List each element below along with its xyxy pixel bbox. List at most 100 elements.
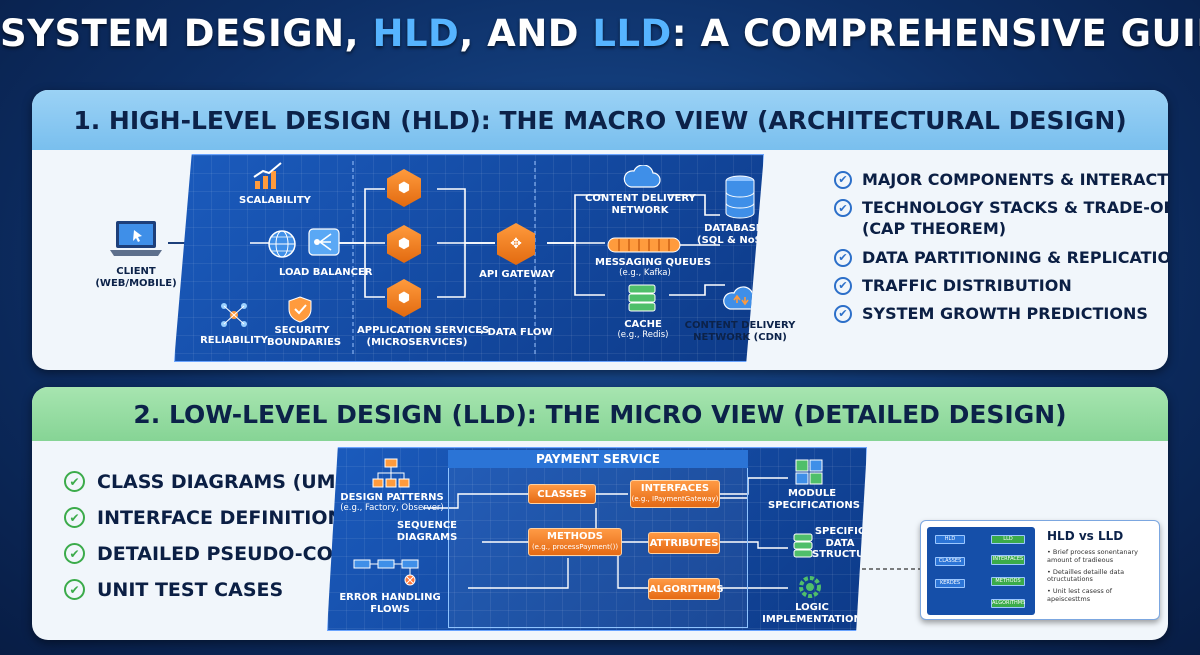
database-icon <box>725 175 755 219</box>
cloud-sync-icon <box>723 286 761 310</box>
methods-sublabel: (e.g., processPayment()) <box>531 542 619 551</box>
hld-checklist: ✔MAJOR COMPONENTS & INTERACTION ✔TECHNOL… <box>834 170 1168 332</box>
check-circle-icon: ✔ <box>64 579 85 600</box>
gear-code-icon <box>799 576 821 598</box>
mini-algorithms-box: ALGORITHMS <box>991 599 1026 608</box>
mini-interfaces-box: INTERFACES <box>991 555 1025 565</box>
security-label: SECURITY <box>274 325 330 336</box>
hierarchy-icon <box>372 458 410 488</box>
check-circle-icon: ✔ <box>834 199 852 218</box>
laptop-icon <box>110 221 162 256</box>
mini-classes-box: CLASSES <box>935 557 965 566</box>
client-label: CLIENT <box>116 266 156 277</box>
check-circle-icon: ✔ <box>834 171 852 189</box>
app-services-sublabel: (MICROSERVICES) <box>366 336 468 348</box>
hld-vs-lld-card: HLD CLASSES KERDES LLD INTERFACES METHOD… <box>920 520 1160 620</box>
hld-checklist-item: ✔DATA PARTITIONING & REPLICATION <box>834 248 1168 267</box>
interfaces-sublabel: (e.g., IPaymentGateway) <box>631 494 719 503</box>
mini-bullet: • Brief process sonentanary <box>1047 548 1138 556</box>
reliability-label: RELIABILITY <box>200 335 268 346</box>
design-patterns-sublabel: (e.g., Factory, Observer) <box>340 502 444 513</box>
error-flow-icon <box>353 559 419 586</box>
error-handling-sublabel: FLOWS <box>370 603 410 615</box>
queues-sublabel: (e.g., Kafka) <box>619 267 671 278</box>
payment-service-title: PAYMENT SERVICE <box>448 450 748 468</box>
hld-architecture-board: SCALABILITY LOAD BALANCER RELIABILITY <box>174 154 764 362</box>
check-circle-icon: ✔ <box>834 276 852 295</box>
shield-icon <box>288 296 312 323</box>
load-balancer-icon <box>308 228 340 256</box>
app-services-label: APPLICATION SERVICES <box>357 325 490 336</box>
check-circle-icon: ✔ <box>64 507 85 528</box>
lld-checklist-item: ✔UNIT TEST CASES <box>64 579 362 601</box>
attributes-box: ATTRIBUTES <box>648 532 720 554</box>
cache-label: CACHE <box>624 319 662 330</box>
module-sublabel: SPECIFICATIONS <box>768 499 860 511</box>
mini-bullet: otructutations <box>1047 575 1093 584</box>
hld-connectors <box>250 161 725 355</box>
check-circle-icon: ✔ <box>64 543 85 564</box>
page-title: SYSTEM DESIGN, HLD, AND LLD: A COMPREHEN… <box>0 12 1200 55</box>
mini-lld-box: LLD <box>991 535 1025 544</box>
mini-bullet: amount of tradieous <box>1047 555 1114 564</box>
check-circle-icon: ✔ <box>834 248 852 267</box>
hld-header: 1. HIGH-LEVEL DESIGN (HLD): THE MACRO VI… <box>32 90 1168 150</box>
databases-sublabel: (SQL & NoSQL) <box>697 234 782 246</box>
module-puzzle-icon <box>795 459 823 485</box>
mini-kerdes-box: KERDES <box>935 579 965 588</box>
interfaces-box: INTERFACES (e.g., IPaymentGateway) <box>630 480 720 508</box>
mini-bullet: • Unit lest casess of <box>1047 587 1113 596</box>
data-flow-label: → DATA FLOW <box>475 327 553 338</box>
hld-checklist-item: ✔MAJOR COMPONENTS & INTERACTION <box>834 170 1168 189</box>
error-handling-label: ERROR HANDLING <box>339 592 441 603</box>
chart-growth-icon <box>253 162 282 189</box>
globe-icon <box>268 230 296 258</box>
queues-label: MESSAGING QUEUES <box>595 257 712 268</box>
cache-sublabel: (e.g., Redis) <box>617 329 669 340</box>
scalability-label: SCALABILITY <box>239 195 311 206</box>
structures-label-3: STRUCTURES <box>812 549 886 560</box>
reliability-network-icon <box>221 303 247 327</box>
structures-label: SPECIFIC <box>814 526 866 537</box>
api-gateway-label: API GATEWAY <box>479 269 555 280</box>
cdn-bottom-sublabel: NETWORK (CDN) <box>693 331 787 343</box>
microservice-icon: ⬢ <box>387 279 421 317</box>
hld-checklist-item: ✔TRAFFIC DISTRIBUTION <box>834 276 1168 295</box>
module-label: MODULE <box>787 488 837 499</box>
lld-header: 2. LOW-LEVEL DESIGN (LLD): THE MICRO VIE… <box>32 387 1168 441</box>
sequence-label: SEQUENCE <box>396 520 458 531</box>
client-sublabel: (WEB/MOBILE) <box>95 277 177 289</box>
lld-checklist-item: ✔DETAILED PSEUDO-CODE <box>64 543 362 565</box>
mini-bullet: • Detailles detaille data <box>1047 567 1125 576</box>
mini-hld-box: HLD <box>935 535 965 544</box>
mini-card-connector <box>862 568 920 570</box>
lld-checklist: ✔CLASS DIAGRAMS (UML) ✔INTERFACE DEFINIT… <box>64 471 362 615</box>
algorithms-box: ALGORITHMS <box>648 578 724 600</box>
hld-checklist-item: ✔TECHNOLOGY STACKS & TRADE-OFFS <box>834 198 1168 218</box>
mini-diagram: HLD CLASSES KERDES LLD INTERFACES METHOD… <box>927 527 1035 615</box>
logic-label: LOGIC <box>795 602 829 613</box>
mini-methods-box: METHODS <box>991 577 1025 586</box>
lld-checklist-item: ✔INTERFACE DEFINITIONS <box>64 507 362 529</box>
sequence-sublabel: DIAGRAMS <box>396 531 458 543</box>
methods-box: METHODS (e.g., processPayment()) <box>528 528 622 556</box>
hld-checklist-item: ✔SYSTEM GROWTH PREDICTIONS <box>834 304 1168 323</box>
interfaces-label: INTERFACES <box>640 483 710 494</box>
cdn-bottom-label: CONTENT DELIVERY <box>684 320 796 331</box>
lld-design-board: PAYMENT SERVICE CLASSES INTERFACES (e.g.… <box>327 447 867 631</box>
classes-box: CLASSES <box>528 484 596 504</box>
cdn-top-sublabel: NETWORK <box>611 204 669 216</box>
methods-label: METHODS <box>547 531 603 542</box>
mini-bullet: apeiscesttms <box>1047 594 1091 603</box>
cdn-top-label: CONTENT DELIVERY <box>585 193 696 204</box>
security-sublabel: BOUNDARIES <box>267 336 342 348</box>
cache-icon <box>628 284 656 312</box>
data-structure-icon <box>793 533 813 558</box>
hld-checklist-item-continued: (CAP THEOREM) <box>862 219 1007 239</box>
mini-card-bullets: • Brief process sonentanary amount of tr… <box>1047 548 1138 608</box>
cloud-icon <box>623 165 661 188</box>
check-circle-icon: ✔ <box>834 304 852 323</box>
lld-panel: 2. LOW-LEVEL DESIGN (LLD): THE MICRO VIE… <box>32 387 1168 640</box>
structures-label-2: DATA <box>825 537 855 549</box>
logic-sublabel: IMPLEMENTATION <box>762 613 862 625</box>
